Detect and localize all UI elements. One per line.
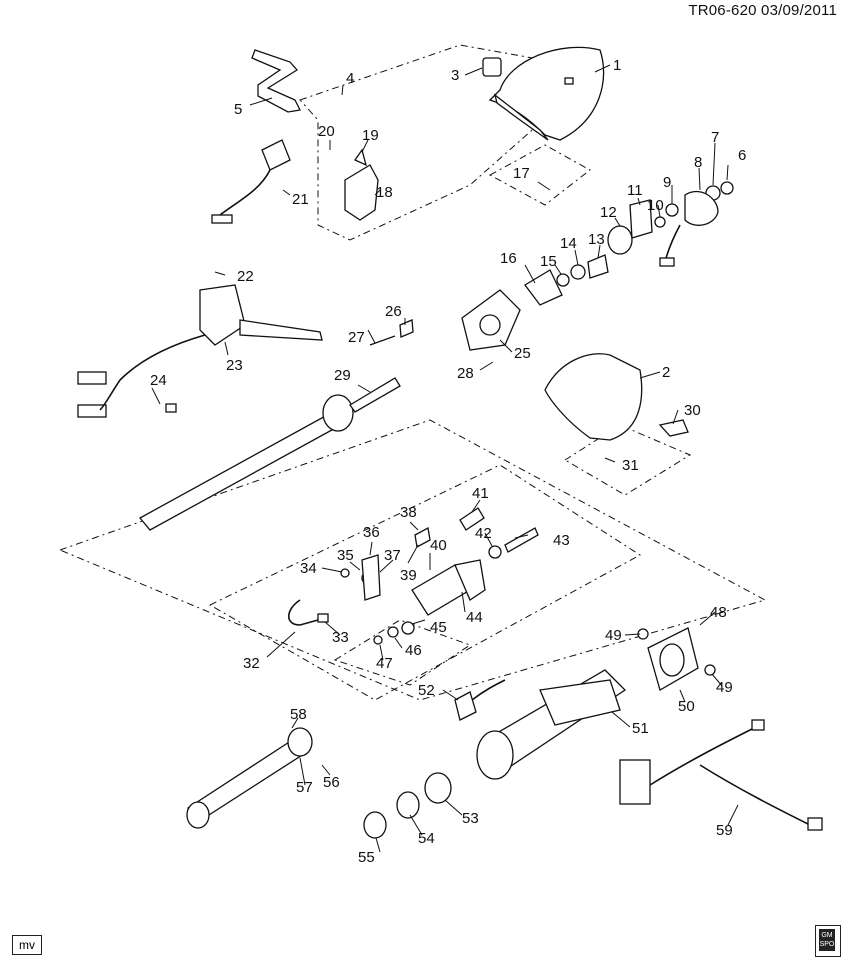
callout-41: 41 [472, 485, 489, 502]
callout-34: 34 [300, 560, 317, 577]
part-50-bearing-housing [637, 627, 716, 691]
callout-16: 16 [500, 250, 517, 267]
callout-33: 33 [332, 629, 349, 646]
part-51-column-jacket [476, 669, 627, 780]
callout-57: 57 [296, 779, 313, 796]
part-55-seal [363, 811, 387, 839]
callout-47: 47 [376, 655, 393, 672]
callout-52: 52 [418, 682, 435, 699]
callout-12: 12 [600, 204, 617, 221]
callout-56: 56 [323, 774, 340, 791]
part-57-intermediate-shaft [186, 727, 313, 829]
part-23-switch-harness [77, 284, 323, 418]
callout-17: 17 [513, 165, 530, 182]
callout-6: 6 [738, 147, 746, 164]
callout-45: 45 [430, 619, 447, 636]
callout-31: 31 [622, 457, 639, 474]
callout-42: 42 [475, 525, 492, 542]
callout-49-right: 49 [716, 679, 733, 696]
callout-32: 32 [243, 655, 260, 672]
callout-59: 59 [716, 822, 733, 839]
leader-lines [151, 64, 739, 853]
callout-30: 30 [684, 402, 701, 419]
callout-40: 40 [430, 537, 447, 554]
part-3-cap [482, 57, 502, 77]
callout-46: 46 [405, 642, 422, 659]
callout-4: 4 [346, 70, 354, 87]
callout-53: 53 [462, 810, 479, 827]
callout-49-left: 49 [605, 627, 622, 644]
gm-spo-logo-text: GM SPO [819, 929, 835, 951]
group-outline-shaft [58, 419, 767, 701]
callout-5: 5 [234, 101, 242, 118]
callout-37: 37 [384, 547, 401, 564]
callout-44: 44 [466, 609, 483, 626]
callout-54: 54 [418, 830, 435, 847]
part-52-sensor [454, 679, 506, 721]
group-outline-fasteners-45-47 [333, 619, 472, 686]
callout-48: 48 [710, 604, 727, 621]
callout-39: 39 [400, 567, 417, 584]
callout-29: 29 [334, 367, 351, 384]
tilt-lever [251, 49, 301, 113]
callout-51: 51 [632, 720, 649, 737]
callout-18: 18 [376, 184, 393, 201]
part-45-nut [401, 621, 415, 635]
part-33-wire-connector [287, 599, 329, 626]
callout-55: 55 [358, 849, 375, 866]
mv-code-box: mv [12, 935, 42, 955]
callout-50: 50 [678, 698, 695, 715]
lower-shroud [544, 353, 643, 441]
part-19-switch [344, 148, 379, 221]
callout-7: 7 [711, 129, 719, 146]
part-46-washer [387, 626, 399, 638]
part-47-screw [373, 635, 383, 645]
gm-spo-logo: GM SPO [815, 925, 841, 957]
group-outline-fastener-17 [488, 144, 591, 206]
callout-38: 38 [400, 504, 417, 521]
callout-36: 36 [363, 524, 380, 541]
callout-28: 28 [457, 365, 474, 382]
callout-11: 11 [627, 182, 643, 199]
callout-23: 23 [226, 357, 243, 374]
callout-43: 43 [553, 532, 570, 549]
callout-10: 10 [647, 197, 664, 214]
part-54-retainer [396, 791, 420, 819]
parts-6-16-lock-components [524, 181, 734, 306]
part-53-bearing [424, 772, 452, 804]
callout-26: 26 [385, 303, 402, 320]
callout-58: 58 [290, 706, 307, 723]
callout-2: 2 [662, 364, 670, 381]
part-30-clip [658, 419, 689, 437]
document-id: TR06-620 03/09/2011 [688, 2, 837, 19]
callout-27: 27 [348, 329, 365, 346]
callout-21: 21 [292, 191, 309, 208]
callout-24: 24 [150, 372, 167, 389]
callout-1: 1 [613, 57, 621, 74]
callout-13: 13 [588, 231, 605, 248]
callout-25: 25 [514, 345, 531, 362]
steering-shaft [138, 377, 401, 531]
group-outline-fastener-31 [564, 424, 692, 496]
parts-34-44-lock-cylinder [340, 507, 539, 616]
group-outline-upper-trim [299, 44, 602, 241]
callout-3: 3 [451, 67, 459, 84]
callout-15: 15 [540, 253, 557, 270]
callout-14: 14 [560, 235, 577, 252]
upper-shroud [488, 46, 605, 141]
group-outline-lock-housing [208, 464, 641, 701]
callout-20: 20 [318, 123, 335, 140]
callout-9: 9 [663, 174, 671, 191]
part-59-wiring-harness [619, 719, 823, 831]
callout-35: 35 [337, 547, 354, 564]
part-21-module [211, 139, 291, 224]
callout-8: 8 [694, 154, 702, 171]
callout-labels: 1 2 3 4 5 6 7 8 9 10 11 12 13 14 15 16 1… [150, 57, 746, 866]
callout-22: 22 [237, 268, 254, 285]
part-25-housing [369, 289, 521, 351]
callout-19: 19 [362, 127, 379, 144]
